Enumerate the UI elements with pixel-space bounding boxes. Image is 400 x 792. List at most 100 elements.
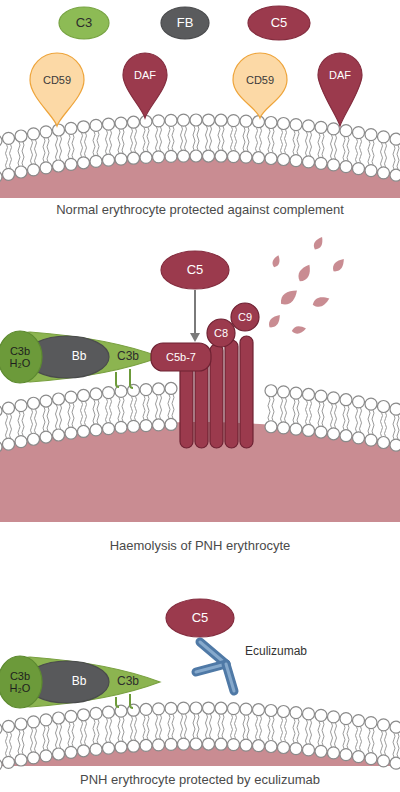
lipid-head <box>165 114 177 126</box>
lipid-tail <box>6 732 12 756</box>
lipid-tail <box>106 399 112 423</box>
lipid-head <box>203 702 215 714</box>
lipid-head <box>365 398 377 410</box>
pore-rod <box>210 344 223 448</box>
lipid-head <box>290 707 302 719</box>
lipid-tail <box>68 134 74 158</box>
lipid-tail <box>31 409 37 433</box>
lipid-head <box>340 713 352 725</box>
oval-outline <box>166 599 234 637</box>
lipid-head <box>90 707 102 719</box>
lipid-tail <box>218 714 224 738</box>
pore-rod <box>225 340 238 448</box>
lipid-head <box>265 117 277 129</box>
lipid-tail <box>81 133 87 157</box>
lipid-head <box>140 739 152 751</box>
lipid-head <box>278 422 290 434</box>
lipid-tail <box>93 719 99 743</box>
lipid-tail <box>293 131 299 155</box>
c5b-7-complex: C5b-7 <box>150 342 212 372</box>
lipid-head <box>328 711 340 723</box>
lipid-tail <box>6 144 12 168</box>
lipid-head <box>390 133 400 145</box>
lipid-head <box>240 115 252 127</box>
lipid-tail <box>356 727 362 751</box>
daf-balloon-shape <box>317 52 363 126</box>
lipid-tail <box>143 715 149 739</box>
lipid-tail <box>381 143 387 167</box>
lipid-tail <box>331 135 337 159</box>
lipid-head <box>103 154 115 166</box>
lipid-head <box>15 754 27 766</box>
lipid-head <box>0 171 2 183</box>
text-holder: C5 <box>160 250 230 290</box>
lipid-head <box>78 745 90 757</box>
panel-caption: PNH erythrocyte protected by eculizumab <box>0 772 400 787</box>
blob-outline <box>0 331 42 383</box>
c3-convertase: C3bC3b H₂OBb <box>0 655 160 709</box>
lipid-head <box>278 153 290 165</box>
lipid-tail <box>256 128 262 152</box>
lipid-head <box>28 433 40 445</box>
droplet <box>271 254 282 268</box>
lipid-head <box>340 430 352 442</box>
lipid-head <box>353 751 365 763</box>
droplet <box>291 325 306 335</box>
lipid-tail <box>393 145 399 169</box>
node-label: C5 <box>192 611 209 625</box>
lipid-head <box>365 165 377 177</box>
lipid-head <box>278 705 290 717</box>
lipid-head <box>78 425 90 437</box>
antibody-chain <box>226 664 234 691</box>
lipid-head <box>153 703 165 715</box>
lipid-head <box>378 719 390 731</box>
lipid-head <box>128 740 140 752</box>
lipid-head <box>153 151 165 163</box>
lipid-tail <box>393 733 399 757</box>
lipid-head <box>315 745 327 757</box>
lipid-head <box>340 125 352 137</box>
lipid-head <box>340 161 352 173</box>
lipid-head <box>153 115 165 127</box>
lipid-tail <box>181 714 187 738</box>
antibody-chain <box>196 664 226 672</box>
anchor-hook <box>116 372 119 387</box>
lipid-tail <box>293 399 299 423</box>
lipid-head <box>328 123 340 135</box>
lipid-head <box>328 159 340 171</box>
lipid-head <box>40 126 52 138</box>
node-label: CD59 <box>43 74 71 86</box>
lipid-tail <box>93 400 99 424</box>
protein-oval: FB <box>160 6 210 40</box>
lipid-head <box>3 402 15 414</box>
lipid-head <box>390 169 400 181</box>
lipid-tail <box>6 414 12 438</box>
lipid-head <box>353 715 365 727</box>
lipid-head <box>378 131 390 143</box>
lipid-head <box>40 162 52 174</box>
protein-oval: C3 <box>58 6 110 40</box>
oval-outline <box>161 7 209 39</box>
oval-outline <box>59 7 109 39</box>
lipid-head <box>28 128 40 140</box>
lipid-head <box>390 721 400 733</box>
lipid-head <box>228 115 240 127</box>
lipid-tail <box>193 126 199 150</box>
lipid-tail <box>56 405 62 429</box>
node-label: C5b-7 <box>166 351 196 363</box>
lipid-head <box>15 166 27 178</box>
lipid-head <box>65 122 77 134</box>
node-label: DAF <box>134 69 156 81</box>
lipid-head <box>228 151 240 163</box>
anchor-hook <box>130 369 133 388</box>
daf-balloon-shape <box>122 52 168 118</box>
lipid-head <box>140 703 152 715</box>
lipid-head <box>353 432 365 444</box>
lipid-tail <box>393 415 399 439</box>
lipid-head <box>78 121 90 133</box>
lipid-tail <box>368 410 374 434</box>
node-label: C3b <box>117 675 139 688</box>
lipid-head <box>103 423 115 435</box>
node-label: C3b H₂O <box>2 670 38 694</box>
lipid-head <box>165 738 177 750</box>
